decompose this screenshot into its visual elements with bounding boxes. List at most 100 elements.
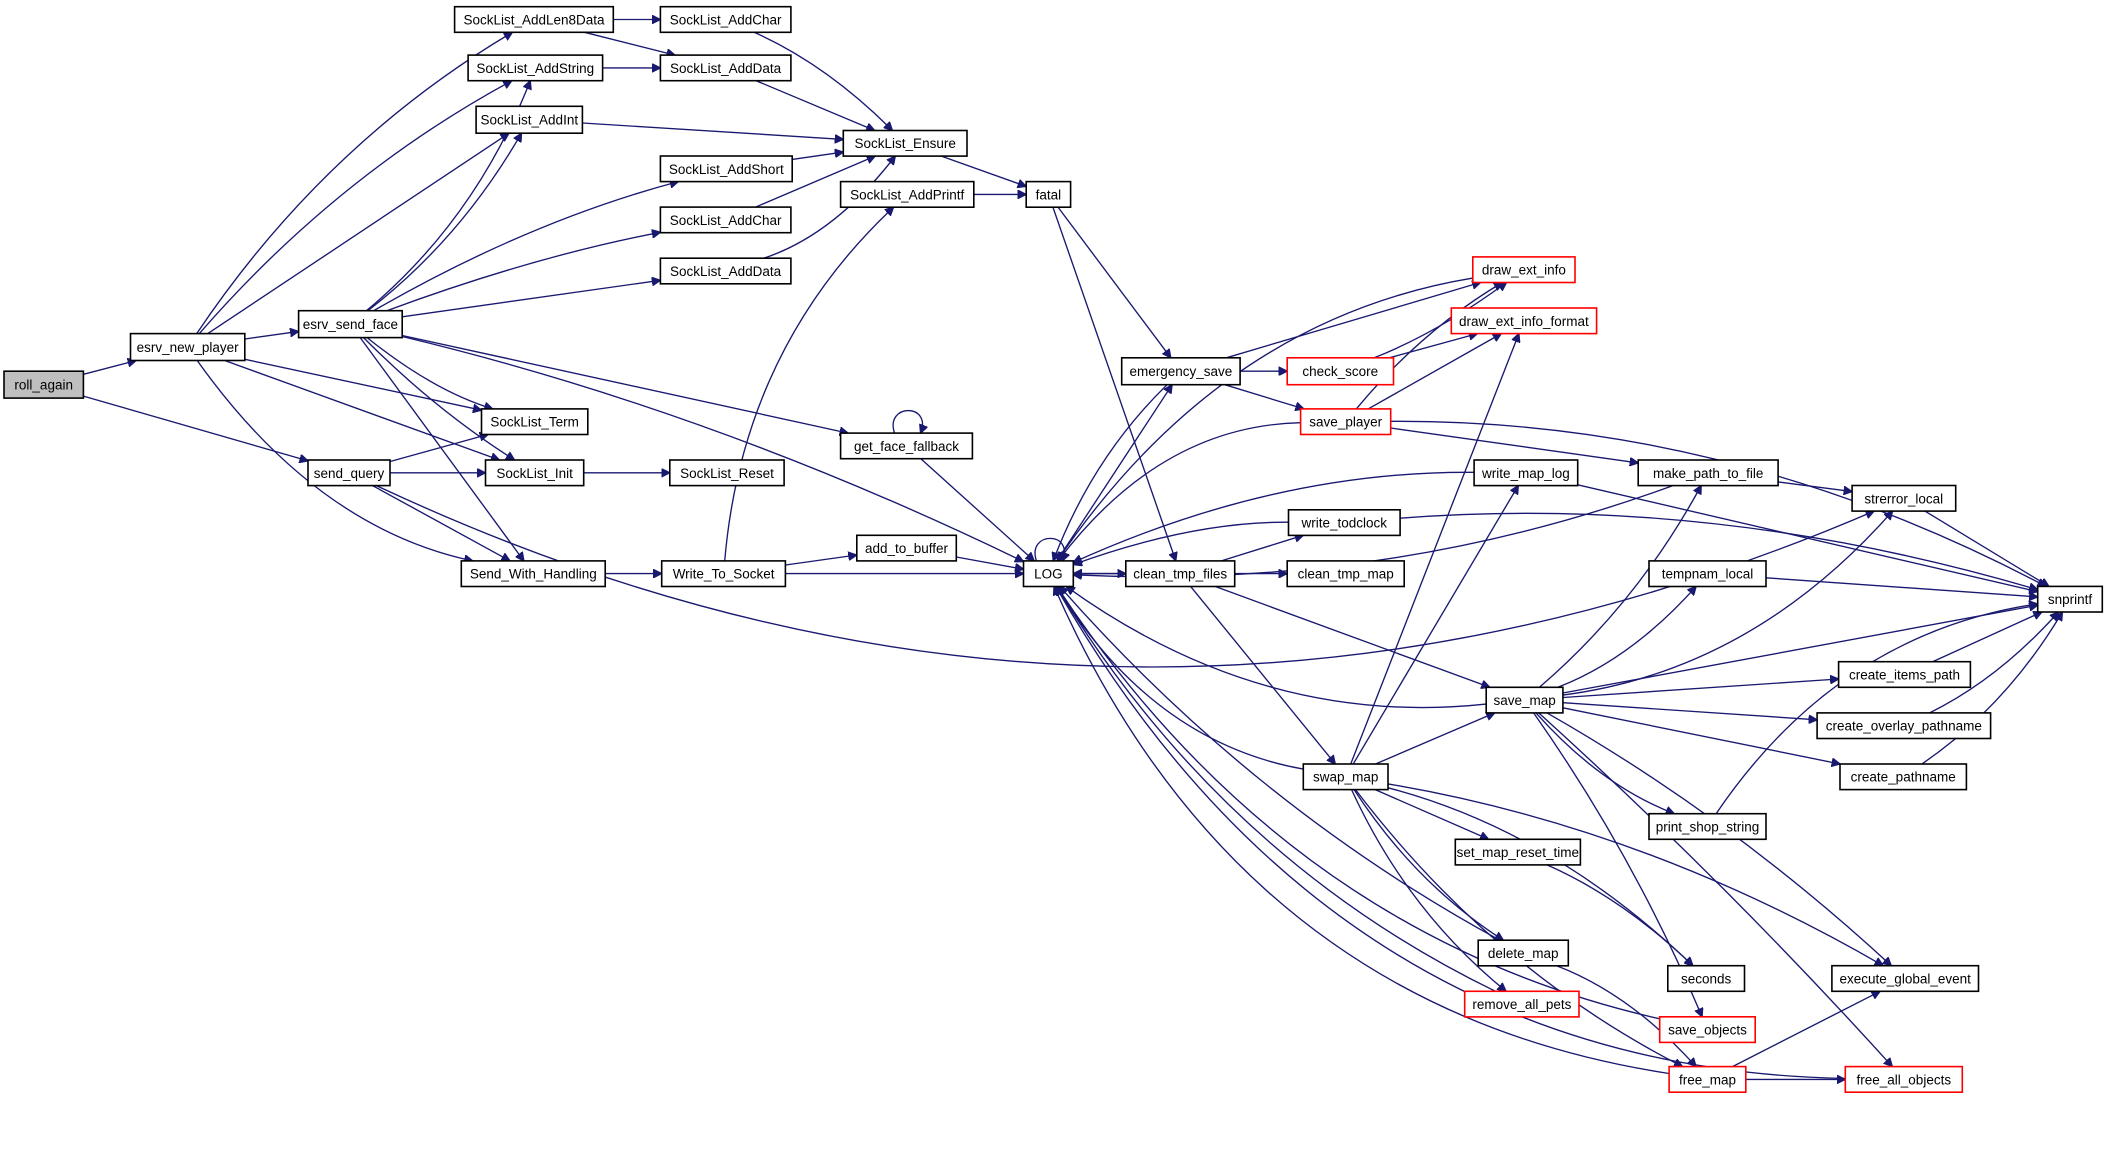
node-execute-global-event[interactable]: execute_global_event bbox=[1831, 964, 1980, 993]
node-socklist-addchar-2[interactable]: SockList_AddChar bbox=[659, 206, 792, 234]
node-box[interactable] bbox=[1450, 307, 1598, 335]
node-box[interactable] bbox=[129, 332, 246, 362]
node-write-to-socket[interactable]: Write_To_Socket bbox=[660, 560, 787, 588]
node-box[interactable] bbox=[1648, 560, 1767, 588]
node-box[interactable] bbox=[1286, 560, 1405, 588]
node-box[interactable] bbox=[1851, 484, 1957, 512]
node-box[interactable] bbox=[1472, 256, 1576, 284]
node-print-shop-string[interactable]: print_shop_string bbox=[1648, 812, 1767, 841]
node-log[interactable]: LOG bbox=[1022, 560, 1075, 588]
node-box[interactable] bbox=[484, 459, 585, 487]
node-box[interactable] bbox=[1473, 459, 1579, 487]
node-set-map-reset-time[interactable]: set_map_reset_time bbox=[1454, 838, 1582, 866]
node-socklist-adddata-2[interactable]: SockList_AddData bbox=[659, 257, 792, 285]
node-box[interactable] bbox=[1839, 763, 1968, 791]
node-roll-again[interactable]: roll_again bbox=[3, 370, 85, 399]
node-box[interactable] bbox=[1025, 180, 1072, 209]
node-emergency-save[interactable]: emergency_save bbox=[1120, 356, 1241, 386]
node-box[interactable] bbox=[1463, 990, 1580, 1018]
node-box[interactable] bbox=[453, 5, 615, 34]
node-box[interactable] bbox=[1485, 686, 1564, 714]
node-fatal[interactable]: fatal bbox=[1025, 180, 1072, 209]
node-box[interactable] bbox=[1668, 1065, 1747, 1093]
node-socklist-addchar-1[interactable]: SockList_AddChar bbox=[659, 5, 792, 34]
node-box[interactable] bbox=[2036, 585, 2104, 613]
node-write-todclock[interactable]: write_todclock bbox=[1287, 508, 1401, 537]
node-send-with-handling[interactable]: Send_With_Handling bbox=[460, 560, 606, 588]
node-box[interactable] bbox=[307, 459, 391, 487]
node-add-to-buffer[interactable]: add_to_buffer bbox=[855, 534, 958, 562]
node-box[interactable] bbox=[297, 309, 404, 339]
node-socklist-addint[interactable]: SockList_AddInt bbox=[475, 105, 584, 135]
node-draw-ext-info[interactable]: draw_ext_info bbox=[1472, 256, 1576, 284]
node-socklist-addstring[interactable]: SockList_AddString bbox=[467, 54, 604, 82]
node-get-face-fallback[interactable]: get_face_fallback bbox=[839, 432, 974, 460]
node-free-map[interactable]: free_map bbox=[1668, 1065, 1747, 1093]
node-box[interactable] bbox=[1302, 763, 1389, 791]
node-box[interactable] bbox=[1637, 459, 1779, 487]
node-box[interactable] bbox=[1831, 964, 1980, 993]
node-socklist-addprintf[interactable]: SockList_AddPrintf bbox=[839, 180, 975, 209]
node-esrv-send-face[interactable]: esrv_send_face bbox=[297, 309, 404, 339]
node-box[interactable] bbox=[842, 129, 968, 157]
node-box[interactable] bbox=[1477, 939, 1570, 967]
node-box[interactable] bbox=[460, 560, 606, 588]
node-box[interactable] bbox=[1816, 712, 1992, 740]
node-box[interactable] bbox=[1837, 660, 1972, 689]
node-box[interactable] bbox=[1658, 1015, 1756, 1044]
node-socklist-reset[interactable]: SockList_Reset bbox=[668, 459, 785, 487]
node-save-map[interactable]: save_map bbox=[1485, 686, 1564, 714]
node-box[interactable] bbox=[1844, 1065, 1964, 1093]
node-save-player[interactable]: save_player bbox=[1299, 408, 1392, 436]
node-box[interactable] bbox=[1648, 812, 1767, 841]
node-socklist-addlen8data[interactable]: SockList_AddLen8Data bbox=[453, 5, 615, 34]
node-create-pathname[interactable]: create_pathname bbox=[1839, 763, 1968, 791]
node-box[interactable] bbox=[1667, 964, 1746, 993]
node-box[interactable] bbox=[659, 5, 792, 34]
node-box[interactable] bbox=[480, 408, 589, 436]
node-box[interactable] bbox=[855, 534, 958, 562]
node-box[interactable] bbox=[659, 257, 792, 285]
node-box[interactable] bbox=[475, 105, 584, 135]
node-socklist-term[interactable]: SockList_Term bbox=[480, 408, 589, 436]
node-box[interactable] bbox=[660, 560, 787, 588]
node-box[interactable] bbox=[1120, 356, 1241, 386]
node-socklist-init[interactable]: SockList_Init bbox=[484, 459, 585, 487]
node-check-score[interactable]: check_score bbox=[1286, 356, 1395, 386]
node-clean-tmp-map[interactable]: clean_tmp_map bbox=[1286, 560, 1405, 588]
node-socklist-adddata-1[interactable]: SockList_AddData bbox=[659, 54, 792, 82]
node-tempnam-local[interactable]: tempnam_local bbox=[1648, 560, 1767, 588]
node-save-objects[interactable]: save_objects bbox=[1658, 1015, 1756, 1044]
node-send-query[interactable]: send_query bbox=[307, 459, 391, 487]
node-box[interactable] bbox=[3, 370, 85, 399]
node-socklist-addshort[interactable]: SockList_AddShort bbox=[659, 155, 794, 183]
node-box[interactable] bbox=[1125, 560, 1236, 588]
node-seconds[interactable]: seconds bbox=[1667, 964, 1746, 993]
node-remove-all-pets[interactable]: remove_all_pets bbox=[1463, 990, 1580, 1018]
node-box[interactable] bbox=[659, 54, 792, 82]
node-clean-tmp-files[interactable]: clean_tmp_files bbox=[1125, 560, 1236, 588]
node-draw-ext-info-format[interactable]: draw_ext_info_format bbox=[1450, 307, 1598, 335]
node-box[interactable] bbox=[467, 54, 604, 82]
node-snprintf[interactable]: snprintf bbox=[2036, 585, 2104, 613]
node-box[interactable] bbox=[839, 180, 975, 209]
node-box[interactable] bbox=[668, 459, 785, 487]
node-write-map-log[interactable]: write_map_log bbox=[1473, 459, 1579, 487]
node-free-all-objects[interactable]: free_all_objects bbox=[1844, 1065, 1964, 1093]
node-esrv-new-player[interactable]: esrv_new_player bbox=[129, 332, 246, 362]
node-box[interactable] bbox=[1286, 356, 1395, 386]
node-box[interactable] bbox=[659, 206, 792, 234]
node-make-path-to-file[interactable]: make_path_to_file bbox=[1637, 459, 1779, 487]
node-box[interactable] bbox=[659, 155, 794, 183]
node-create-items-path[interactable]: create_items_path bbox=[1837, 660, 1972, 689]
node-box[interactable] bbox=[1454, 838, 1582, 866]
node-box[interactable] bbox=[839, 432, 974, 460]
node-box[interactable] bbox=[1022, 560, 1075, 588]
node-box[interactable] bbox=[1287, 508, 1401, 537]
node-box[interactable] bbox=[1299, 408, 1392, 436]
node-create-overlay-pathname[interactable]: create_overlay_pathname bbox=[1816, 712, 1992, 740]
node-delete-map[interactable]: delete_map bbox=[1477, 939, 1570, 967]
node-socklist-ensure[interactable]: SockList_Ensure bbox=[842, 129, 968, 157]
node-swap-map[interactable]: swap_map bbox=[1302, 763, 1389, 791]
node-strerror-local[interactable]: strerror_local bbox=[1851, 484, 1957, 512]
